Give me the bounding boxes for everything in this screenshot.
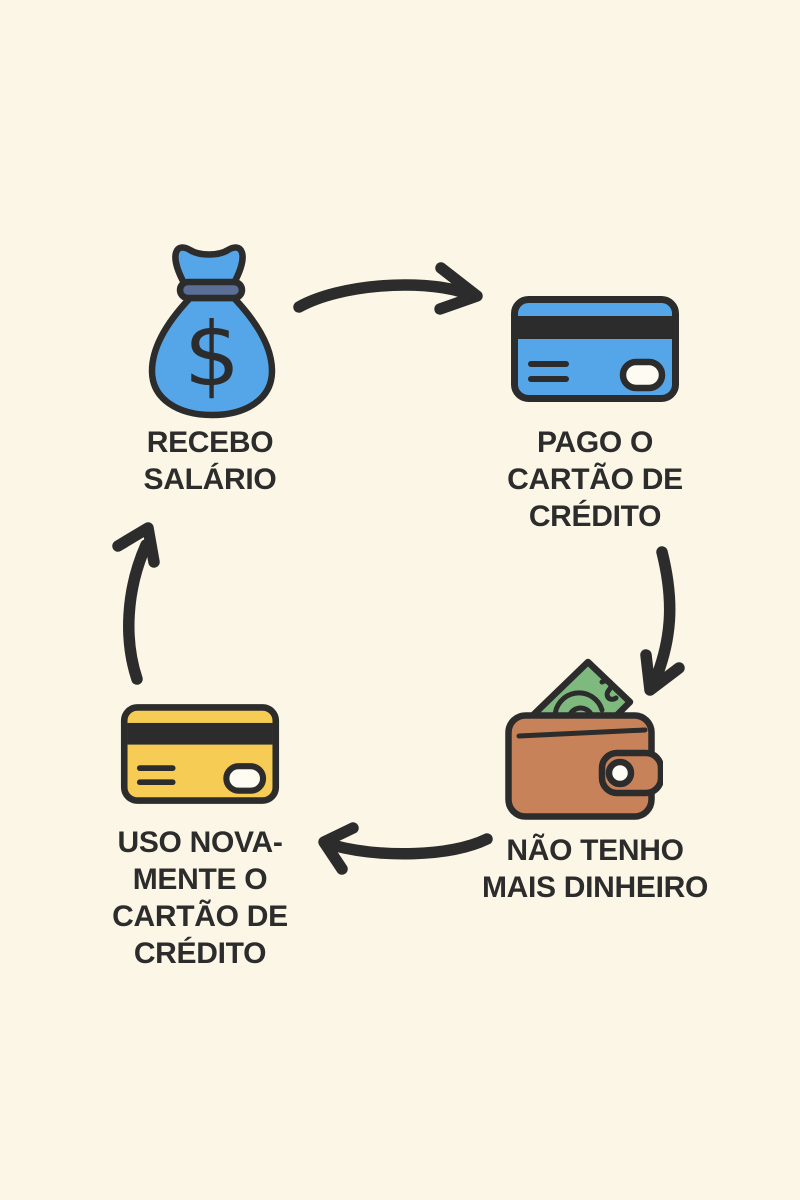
wallet-money-icon: [505, 658, 663, 820]
credit-card-blue-icon: [511, 296, 679, 402]
wallet-clasp-button: [605, 758, 635, 788]
banknote-icon: [524, 658, 634, 724]
credit-card-yellow-icon: [120, 704, 280, 804]
arrow-up-icon: [112, 522, 160, 685]
arrow-left-icon: [318, 822, 493, 875]
step-label-receive-salary: RECEBO SALÁRIO: [143, 426, 277, 496]
arrow-down-icon: [640, 546, 685, 696]
step-label-pay-credit-card: PAGO O CARTÃO DE CRÉDITO: [507, 426, 683, 533]
step-label-no-money-left: NÃO TENHO MAIS DINHEIRO: [481, 834, 709, 904]
arrow-right-icon: [293, 262, 483, 315]
dollar-sign: $: [184, 303, 240, 406]
money-bag-icon: $: [148, 244, 276, 419]
step-label-use-card-again: USO NOVA- MENTE O CARTÃO DE CRÉDITO: [112, 826, 288, 970]
